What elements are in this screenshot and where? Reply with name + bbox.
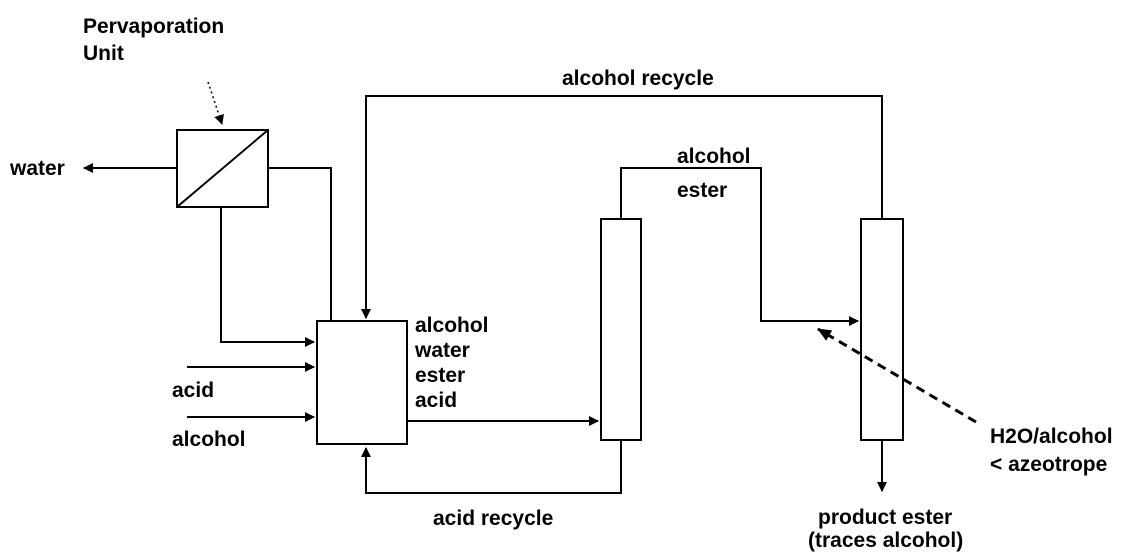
acid-recycle-label: acid recycle xyxy=(433,507,553,530)
product-label-line1: product ester xyxy=(818,506,952,529)
reactor xyxy=(316,320,408,445)
pervaporation-label-line2: Unit xyxy=(83,42,124,65)
water-label: water xyxy=(9,157,65,180)
reactor-out-alcohol-label: alcohol xyxy=(415,314,489,337)
pervaporation-label-line1: Pervaporation xyxy=(83,15,224,38)
alcohol-recycle-stream xyxy=(361,95,883,319)
reactor-out-acid-label: acid xyxy=(415,389,457,412)
acid-recycle-stream xyxy=(361,440,622,494)
retentate-return-stream xyxy=(220,207,315,347)
distillation-column-2 xyxy=(860,218,904,441)
pervaporation-pointer-line xyxy=(207,81,224,125)
entrainer-dashed-stream xyxy=(817,327,977,424)
alcohol-recycle-label: alcohol recycle xyxy=(562,67,714,90)
feed-alcohol-label: alcohol xyxy=(172,428,246,451)
entrainer-label-line1: H2O/alcohol xyxy=(990,425,1113,448)
column1-top-alcohol-label: alcohol xyxy=(677,145,751,168)
pervaporation-unit xyxy=(176,129,269,208)
distillation-column-1 xyxy=(600,218,642,441)
column1-overhead-stream xyxy=(620,167,859,326)
reactor-to-pervaporation-stream xyxy=(268,167,332,321)
product-label-line2: (traces alcohol) xyxy=(808,529,963,552)
reactor-out-ester-label: ester xyxy=(415,364,465,387)
feed-acid-label: acid xyxy=(172,379,214,402)
column1-top-ester-label: ester xyxy=(677,179,727,202)
reactor-out-water-label: water xyxy=(414,339,470,362)
entrainer-label-line2: < azeotrope xyxy=(990,453,1107,476)
